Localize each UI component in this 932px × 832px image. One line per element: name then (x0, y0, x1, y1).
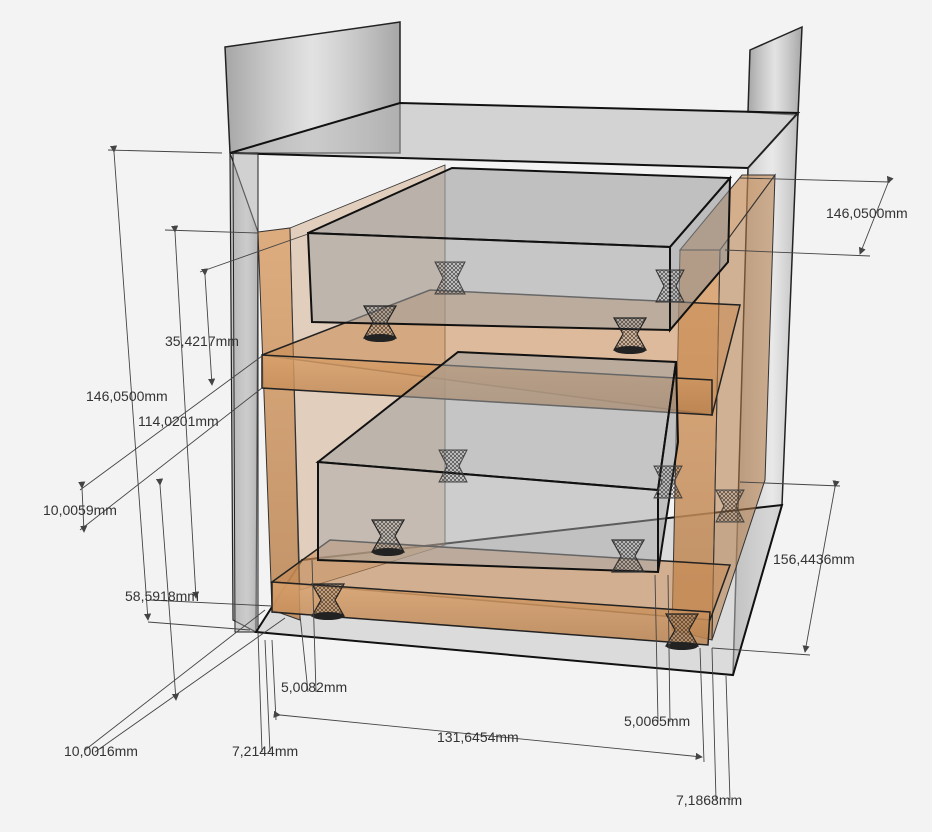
dim-label-5-right: 5,0065mm (624, 713, 690, 729)
dim-label-146-left: 146,0500mm (86, 388, 168, 404)
dimension-labels: 146,0500mm 35,4217mm 146,0500mm 114,0201… (43, 205, 908, 808)
dim-label-5-left: 5,0082mm (281, 679, 347, 695)
foot-icon (434, 261, 466, 295)
back-right-panel (747, 25, 803, 116)
dim-label-131: 131,6454mm (437, 729, 519, 745)
dim-label-58: 58,5918mm (125, 588, 199, 604)
foot-icon (655, 269, 685, 303)
wood-post-left (257, 227, 301, 621)
dim-label-10-0059: 10,0059mm (43, 502, 117, 518)
dim-label-114: 114,0201mm (138, 413, 219, 429)
foot-icon (310, 583, 346, 620)
foot-icon (612, 317, 648, 354)
foot-icon (653, 465, 683, 499)
upper-drawer (306, 166, 733, 333)
dim-label-7-18: 7,1868mm (676, 792, 742, 808)
dim-label-10-0016: 10,0016mm (64, 743, 138, 759)
dim-label-156: 156,4436mm (773, 551, 855, 567)
dim-label-146-right: 146,0500mm (826, 205, 908, 221)
foot-icon (715, 489, 745, 523)
feet (310, 261, 745, 650)
foot-icon (438, 449, 468, 483)
dim-label-7-21: 7,2144mm (232, 743, 298, 759)
foot-icon (610, 539, 646, 573)
left-front-column (232, 152, 259, 633)
bottom-shelf-front (271, 581, 711, 646)
dimension-lines (78, 145, 894, 801)
dim-label-35: 35,4217mm (165, 333, 239, 349)
lower-drawer (315, 350, 680, 574)
foot-icon (370, 519, 406, 556)
wood-post-right-side (711, 173, 776, 641)
foot-icon (362, 305, 398, 342)
foot-icon (664, 613, 700, 650)
upper-drawer-front (306, 231, 671, 332)
